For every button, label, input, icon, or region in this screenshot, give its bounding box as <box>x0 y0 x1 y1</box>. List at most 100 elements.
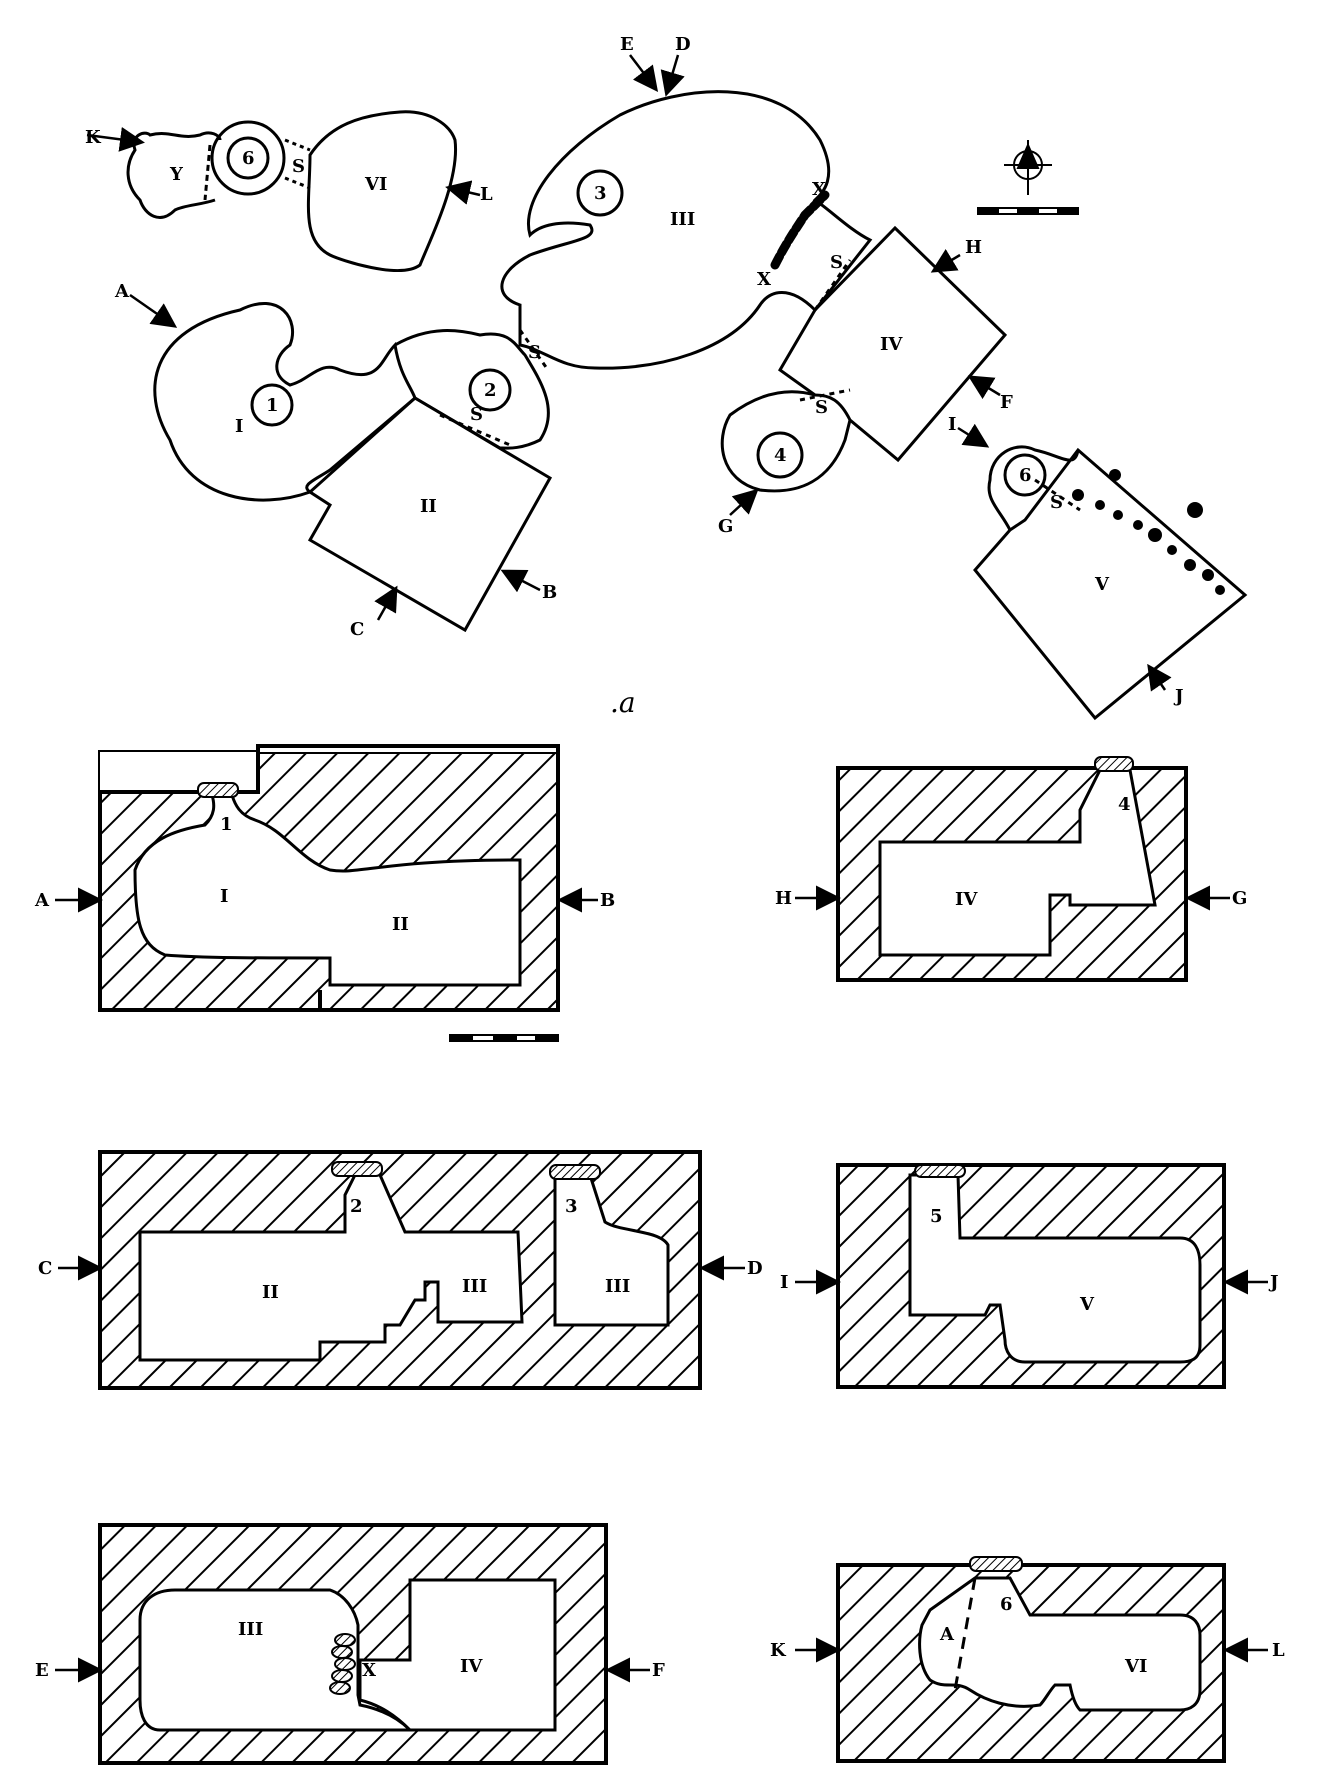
step-label-5: S <box>1050 492 1063 513</box>
marker-d: D <box>747 1258 763 1279</box>
shaft-4-room <box>720 390 852 493</box>
shaft-6-circle-left <box>226 136 270 180</box>
shaft-6-label-left: 6 <box>242 148 255 169</box>
section-ef-chamber-iv: IV <box>460 1656 483 1677</box>
marker-b: B <box>600 890 615 911</box>
chamber-i-label: I <box>235 416 243 437</box>
shaft-3-label: 3 <box>594 183 607 204</box>
void-ef-2 <box>358 1578 557 1732</box>
chamber-i-outline <box>153 302 417 502</box>
section-hg-chamber-iv: IV <box>955 889 978 910</box>
chamber-vi-label: VI <box>364 174 387 195</box>
marker-a-plan: A <box>114 281 130 302</box>
section-cd-shaft-2: 2 <box>350 1196 363 1217</box>
marker-b-plan: B <box>542 582 557 603</box>
marker-i-plan: I <box>948 414 956 435</box>
section-cd-chamber-iii-a: III <box>462 1276 487 1297</box>
marker-e-plan: E <box>620 34 634 55</box>
section-cd-shaft-3: 3 <box>565 1196 578 1217</box>
shaft-6-label-right: 6 <box>1019 465 1032 486</box>
section-kl-area-a: A <box>939 1624 955 1645</box>
step-label-4: S <box>815 397 828 418</box>
void-hg <box>878 768 1157 957</box>
shaft-4-circle <box>756 431 804 479</box>
chamber-ii-label: II <box>420 496 437 517</box>
blockage-label-top: X <box>812 179 826 200</box>
shaft-6-room-right <box>987 445 1080 531</box>
section-kl: K L A 6 VI <box>770 1556 1285 1763</box>
chamber-v-outline <box>973 447 1248 721</box>
figure-label: .a <box>610 686 636 719</box>
blockage-stones-section <box>329 1633 356 1695</box>
marker-k-plan: K <box>85 127 102 148</box>
marker-j-plan: J <box>1173 686 1184 707</box>
marker-l: L <box>1272 1640 1285 1661</box>
void-cd-2 <box>553 1173 670 1327</box>
section-ab: A B 1 I II <box>34 744 615 1042</box>
chamber-iv-outline <box>778 225 1008 463</box>
shaft-3-circle <box>576 169 624 217</box>
section-ab-chamber-i: I <box>220 886 228 907</box>
marker-d-plan: D <box>675 34 691 55</box>
step-label-6: S <box>292 156 305 177</box>
section-hg-shaft-4: 4 <box>1118 794 1131 815</box>
marker-k: K <box>770 1640 787 1661</box>
step-label-1: S <box>470 404 483 425</box>
marker-i: I <box>780 1272 788 1293</box>
plan-view <box>126 90 1248 721</box>
chamber-iv-label: IV <box>880 334 903 355</box>
shaft-1-label: 1 <box>266 395 279 416</box>
section-ab-shaft-1: 1 <box>220 814 233 835</box>
section-ef-blockage: X <box>362 1660 376 1681</box>
marker-l-plan: L <box>480 184 493 205</box>
section-cd: C D 2 II III 3 III <box>38 1150 763 1390</box>
chamber-ii-outline <box>307 396 553 633</box>
marker-c-plan: C <box>350 619 364 640</box>
section-cd-chamber-ii: II <box>262 1282 279 1303</box>
chamber-vi-outline <box>306 110 458 272</box>
marker-g: G <box>1232 888 1247 909</box>
void-ij <box>908 1173 1202 1364</box>
shaft-4-label: 4 <box>774 445 787 466</box>
marker-f: F <box>652 1660 665 1681</box>
chamber-iii-label: III <box>670 209 695 230</box>
marker-g-plan: G <box>718 516 733 537</box>
marker-a: A <box>34 890 50 911</box>
chamber-v-debris <box>1072 469 1225 595</box>
shaft-1-circle <box>250 383 294 427</box>
marker-j: J <box>1268 1272 1279 1293</box>
marker-c: C <box>38 1258 52 1279</box>
annex-y-label: Y <box>169 164 184 185</box>
blockage-label-bottom: X <box>757 269 771 290</box>
scale-bar-icon-section <box>449 1034 559 1042</box>
section-ef: E F III X IV <box>35 1523 665 1765</box>
void-kl <box>918 1576 1202 1712</box>
scale-bar-icon <box>977 207 1079 215</box>
marker-f-plan: F <box>1000 392 1013 413</box>
plan-labels: A B C D E F G H I J K L I II III IV V VI… <box>85 34 1184 707</box>
shaft-6-room-left <box>210 120 286 196</box>
section-ab-chamber-ii: II <box>392 914 409 935</box>
chamber-iii-outline <box>500 90 873 370</box>
section-ij-shaft-5: 5 <box>930 1206 943 1227</box>
marker-h: H <box>775 888 792 909</box>
section-ij-chamber-v: V <box>1079 1294 1095 1315</box>
shaft-2-room <box>394 329 550 450</box>
shaft-2-label: 2 <box>484 380 497 401</box>
marker-e: E <box>35 1660 49 1681</box>
section-cd-chamber-iii-b: III <box>605 1276 630 1297</box>
chamber-v-label: V <box>1094 574 1110 595</box>
plan-arrows <box>86 54 1172 692</box>
section-kl-shaft-6: 6 <box>1000 1594 1013 1615</box>
section-ef-chamber-iii: III <box>238 1619 263 1640</box>
blockage-stones <box>770 190 830 270</box>
void-ab <box>133 793 522 987</box>
section-kl-chamber-vi: VI <box>1124 1656 1147 1677</box>
shaft-2-circle <box>468 368 512 412</box>
step-label-2: S <box>528 342 541 363</box>
section-hg: H G 4 IV <box>775 756 1247 982</box>
step-label-3: S <box>830 252 843 273</box>
north-arrow-icon <box>1004 140 1052 195</box>
section-ij: I J 5 V <box>780 1163 1279 1389</box>
